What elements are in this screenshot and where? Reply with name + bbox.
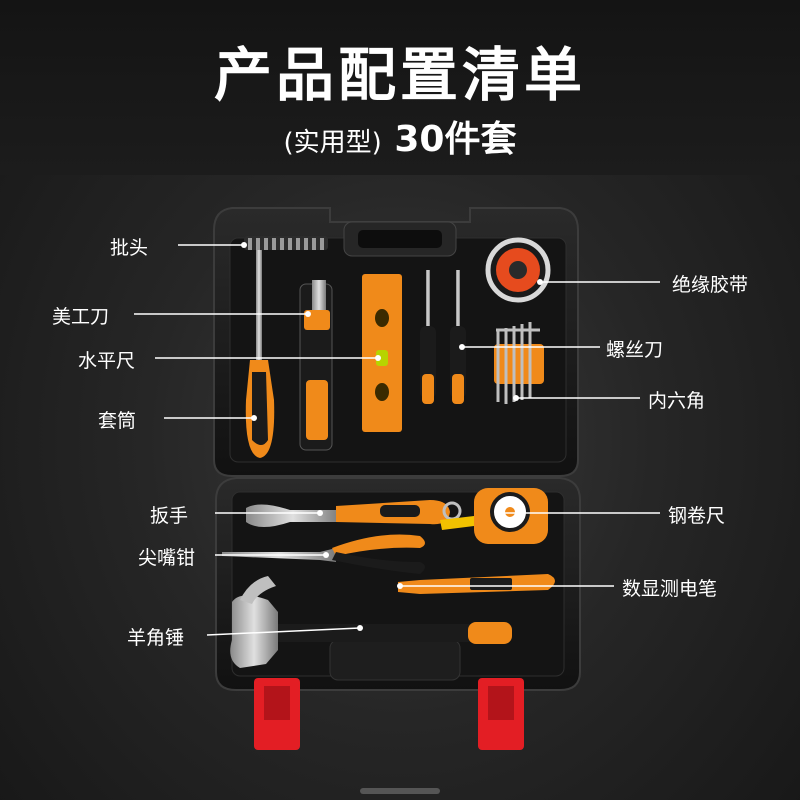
hex-key-set <box>494 322 544 404</box>
page-title: 产品配置清单 <box>213 41 586 109</box>
label-hammer: 羊角锤 <box>127 627 185 649</box>
claw-hammer <box>230 576 512 668</box>
page-subtitle: (实用型) 30件套 <box>0 110 800 162</box>
leader-dots <box>241 242 543 631</box>
screwdriver-bits <box>244 236 328 250</box>
label-screwdriver: 螺丝刀 <box>606 339 664 361</box>
footer-divider <box>360 788 440 794</box>
socket-driver <box>245 250 275 458</box>
header: 产品配置清单 (实用型) 30件套 <box>0 0 800 175</box>
voltage-tester <box>398 574 555 594</box>
label-insulating-tape: 绝缘胶带 <box>672 274 749 296</box>
label-voltage-tester: 数显测电笔 <box>622 578 718 600</box>
kit-count: 30件套 <box>394 119 517 160</box>
tape-measure <box>440 488 548 544</box>
latch-right <box>478 678 524 750</box>
kit-type: (实用型) <box>283 128 382 158</box>
label-socket: 套筒 <box>98 410 137 432</box>
label-tape-measure: 钢卷尺 <box>668 505 726 527</box>
insulating-tape <box>485 237 551 303</box>
label-bits: 批头 <box>110 237 149 259</box>
leader-lines <box>134 244 660 636</box>
label-utility-knife: 美工刀 <box>52 306 110 328</box>
label-hex-key: 内六角 <box>648 390 706 412</box>
spirit-level <box>362 274 402 432</box>
utility-knife <box>299 280 333 451</box>
adjustable-wrench <box>246 500 462 527</box>
latch-left <box>254 678 300 750</box>
label-spirit-level: 水平尺 <box>78 350 136 372</box>
label-pliers: 尖嘴钳 <box>138 547 196 569</box>
label-wrench: 扳手 <box>150 505 189 527</box>
